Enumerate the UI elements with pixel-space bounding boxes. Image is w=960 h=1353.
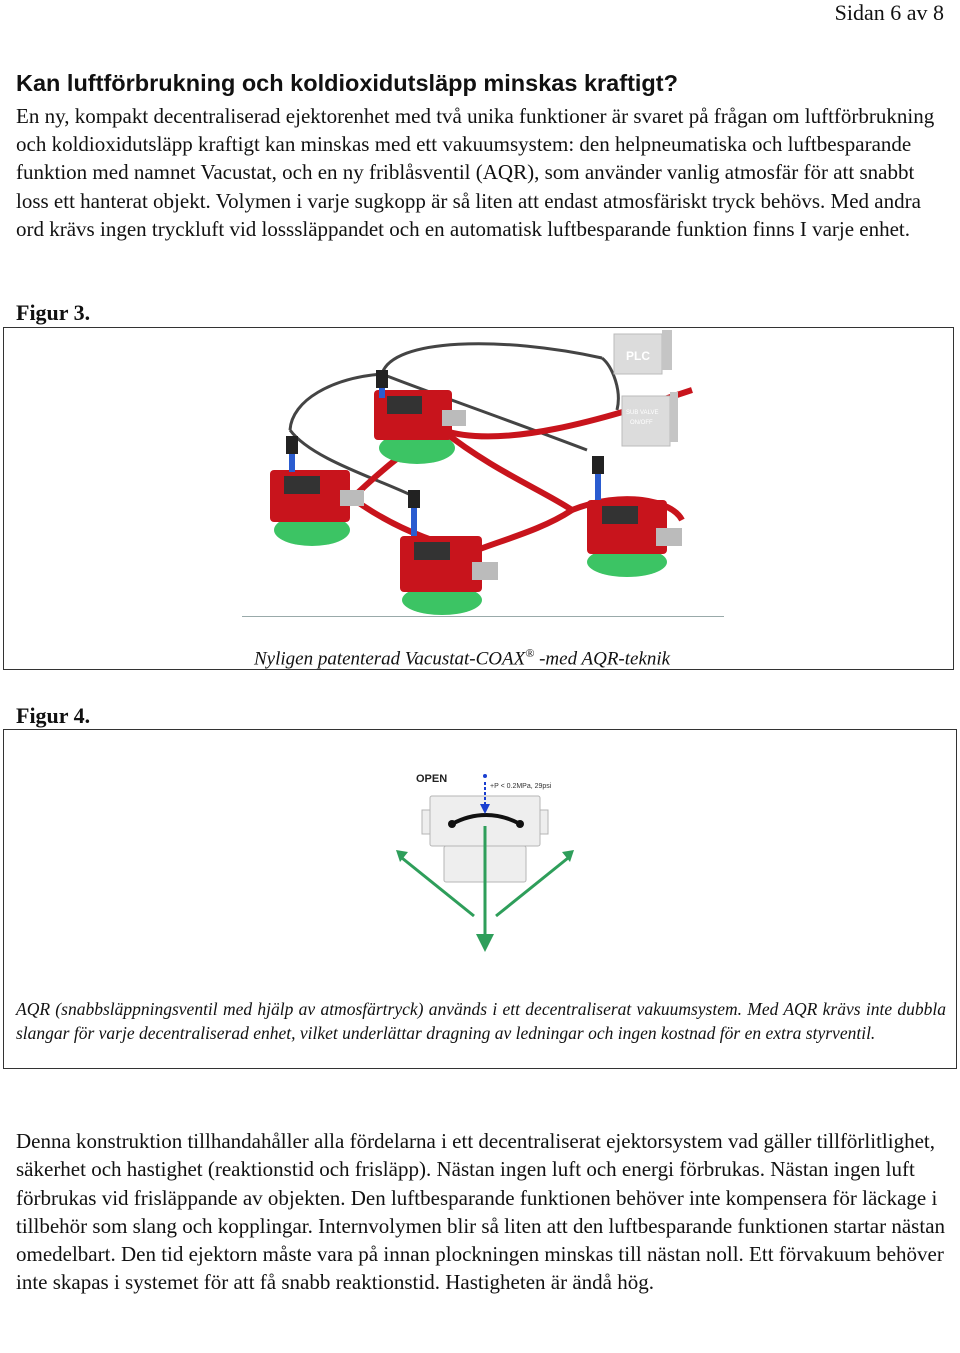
figure-3-divider [242, 616, 724, 617]
intro-paragraph: En ny, kompakt decentraliserad ejektoren… [16, 104, 935, 241]
body-paragraph: Denna konstruktion tillhandahåller alla … [16, 1129, 946, 1295]
figure-3-frame: PLC SUB VALVE ON/OFF [3, 327, 954, 670]
open-label: OPEN [416, 773, 447, 785]
on-off-label: ON/OFF [630, 420, 653, 426]
vacustat-coax-system-illustration: PLC SUB VALVE ON/OFF [270, 330, 693, 615]
figure-4-frame: OPEN +P < 0.2MPa, 29psi AQR (snabbsläppn [3, 729, 957, 1069]
plc-label: PLC [626, 349, 650, 363]
figure-4-label: Figur 4. [16, 703, 91, 728]
ejector-unit-1 [374, 370, 466, 464]
figure-3-caption: Nyligen patenterad Vacustat-COAX® -med A… [254, 646, 671, 670]
figure-4-caption: AQR (snabbsläppningsventil med hjälp av … [16, 999, 946, 1043]
ejector-unit-2 [270, 436, 364, 546]
pressure-arrow-icon [480, 774, 490, 814]
aqr-valve-diagram: OPEN +P < 0.2MPa, 29psi [396, 773, 574, 952]
page-number: Sidan 6 av 8 [834, 0, 944, 25]
section-heading: Kan luftförbrukning och koldioxidutsläpp… [16, 70, 678, 96]
airflow-arrows-icon [401, 826, 569, 936]
ejector-unit-4 [587, 456, 682, 577]
sub-valve-label: SUB VALVE [626, 410, 658, 416]
ejector-unit-3 [400, 490, 498, 615]
figure-3-label: Figur 3. [16, 300, 91, 325]
pressure-label: +P < 0.2MPa, 29psi [490, 783, 552, 790]
